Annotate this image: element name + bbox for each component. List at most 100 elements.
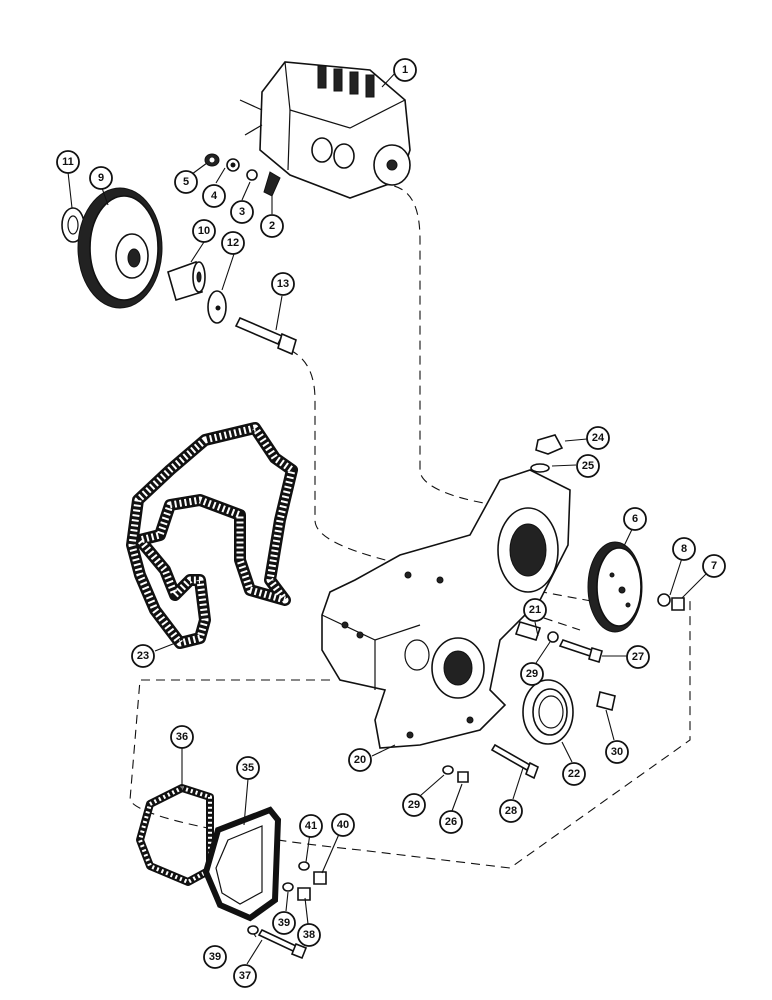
svg-text:27: 27 [632,651,644,663]
bolt-40 [313,871,327,885]
callout-28: 28 [499,799,523,823]
washer-39-upper [282,882,294,892]
stud-2 [263,171,281,197]
svg-text:25: 25 [582,460,594,472]
callout-39-lower: 39 [203,945,227,969]
svg-text:5: 5 [183,176,189,188]
gasket-23 [126,422,298,649]
nut-5 [204,153,220,167]
svg-text:35: 35 [242,762,254,774]
svg-text:36: 36 [176,731,188,743]
washer-29-lower [442,765,454,775]
svg-text:22: 22 [568,768,580,780]
callout-8: 8 [672,537,696,561]
callout-4: 4 [202,184,226,208]
svg-text:29: 29 [526,668,538,680]
callout-5: 5 [174,170,198,194]
bolt-7 [671,597,685,611]
bolt-38 [297,887,311,901]
callout-22: 22 [562,762,586,786]
callout-20: 20 [348,748,372,772]
svg-text:28: 28 [505,805,517,817]
washer-12 [207,290,227,324]
svg-text:8: 8 [681,543,687,555]
callout-24: 24 [586,426,610,450]
callout-38: 38 [297,923,321,947]
svg-text:3: 3 [239,206,245,218]
svg-text:2: 2 [269,220,275,232]
washer-4 [226,158,240,172]
svg-text:6: 6 [632,513,638,525]
callout-39-upper: 39 [272,911,296,935]
svg-text:23: 23 [137,650,149,662]
washer-41 [298,861,310,871]
callout-6: 6 [623,507,647,531]
callout-36: 36 [170,725,194,749]
washer-25 [530,463,550,473]
svg-text:20: 20 [354,754,366,766]
idler-gear-9 [77,187,163,309]
svg-text:9: 9 [98,172,104,184]
svg-text:24: 24 [592,432,605,444]
svg-text:13: 13 [277,278,289,290]
callout-37: 37 [233,964,257,988]
svg-text:37: 37 [239,970,251,982]
callout-13: 13 [271,272,295,296]
svg-text:30: 30 [611,746,623,758]
callout-21: 21 [523,598,547,622]
gear-6 [587,541,643,633]
washer-29-upper [547,631,559,643]
assembly-dashed-lines [129,183,691,869]
callout-25: 25 [576,454,600,478]
dowel-30 [596,691,616,711]
svg-text:7: 7 [711,560,717,572]
callout-40: 40 [331,813,355,837]
injection-pump [239,61,411,199]
washer-3 [246,169,258,181]
svg-text:39: 39 [209,951,221,963]
callout-1: 1 [393,58,417,82]
callout-3: 3 [230,200,254,224]
callout-41: 41 [299,814,323,838]
callouts: 1 2 3 4 5 6 7 8 9 10 11 12 13 20 21 22 2… [56,58,726,988]
svg-text:39: 39 [278,917,290,929]
svg-text:21: 21 [529,604,541,616]
callout-35: 35 [236,756,260,780]
callout-7: 7 [702,554,726,578]
callout-29-upper: 29 [520,662,544,686]
svg-text:10: 10 [198,225,210,237]
callout-11: 11 [56,150,80,174]
washer-39-lower [247,925,259,935]
callout-27: 27 [626,645,650,669]
callout-12: 12 [221,231,245,255]
oil-seal-22 [522,679,574,745]
bolt-37 [257,928,308,960]
callout-29-lower: 29 [402,793,426,817]
svg-text:1: 1 [402,64,408,76]
bolt-27 [558,639,603,664]
callout-23: 23 [131,644,155,668]
svg-text:41: 41 [305,820,317,832]
dowel-21 [514,621,542,641]
svg-text:40: 40 [337,819,349,831]
gasket-36 [136,784,214,886]
svg-text:4: 4 [211,190,218,202]
svg-text:26: 26 [445,816,457,828]
plug-24 [535,434,564,455]
bolt-28 [490,743,539,780]
svg-text:29: 29 [408,799,420,811]
svg-text:12: 12 [227,237,239,249]
svg-text:38: 38 [303,929,315,941]
callout-30: 30 [605,740,629,764]
bolt-13 [234,316,297,356]
svg-text:11: 11 [62,156,74,168]
timing-gear-housing-20 [321,469,571,749]
bolt-26 [457,771,469,783]
callout-9: 9 [89,166,113,190]
cover-35 [202,806,282,922]
washer-8 [657,593,671,607]
bushing-10 [167,260,206,302]
callout-26: 26 [439,810,463,834]
callout-10: 10 [192,219,216,243]
